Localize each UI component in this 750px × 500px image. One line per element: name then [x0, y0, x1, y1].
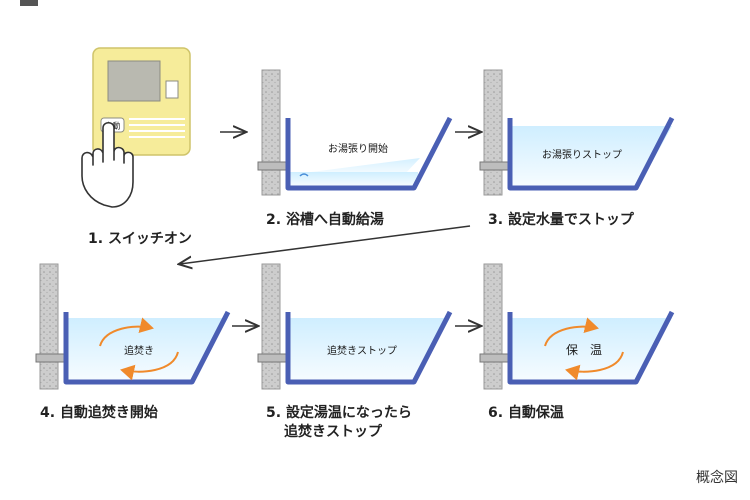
tub-step-4: 追焚き — [35, 263, 231, 390]
step-1-text: スイッチオン — [107, 231, 192, 247]
keepwarm-cycle-arrow-top — [544, 317, 599, 347]
tub-step-6: 保 温 — [479, 263, 675, 390]
step-2-text: 浴槽へ自動給湯 — [285, 212, 384, 228]
step-5-number: 5. — [266, 405, 282, 421]
step-6-text: 自動保温 — [507, 405, 564, 421]
header-mark — [20, 0, 38, 6]
concept-diagram-label: 概念図 — [696, 470, 738, 486]
hand-icon — [81, 121, 134, 208]
step-2-number: 2. — [266, 212, 282, 228]
step-5-label: 5. 設定湯温になったら 追焚きストップ — [266, 404, 412, 442]
step-5-text-line1: 設定湯温になったら — [285, 405, 412, 421]
heating-cycle-arrow-bottom — [120, 351, 179, 381]
tub-caption-5: 追焚きストップ — [327, 344, 397, 357]
step-6-label: 6. 自動保温 — [488, 404, 564, 423]
arrow-3-to-4 — [180, 225, 471, 264]
step-1-label: 1. スイッチオン — [88, 230, 192, 249]
controller-small-button — [165, 80, 179, 99]
step-3-number: 3. — [488, 212, 504, 228]
tub-step-3: お湯張りストップ — [479, 69, 675, 196]
step-4-number: 4. — [40, 405, 56, 421]
tub-caption-2: お湯張り開始 — [328, 142, 388, 155]
step-4-text: 自動追焚き開始 — [59, 405, 158, 421]
step-1-number: 1. — [88, 231, 104, 247]
tub-step-2: お湯張り開始 — [257, 69, 453, 196]
keepwarm-cycle-arrow-bottom — [565, 351, 624, 381]
tub-caption-4: 追焚き — [124, 344, 154, 357]
tub-caption-3: お湯張りストップ — [542, 148, 622, 161]
step-4-label: 4. 自動追焚き開始 — [40, 404, 158, 423]
step-2-label: 2. 浴槽へ自動給湯 — [266, 211, 384, 230]
step-3-text: 設定水量でストップ — [507, 212, 634, 228]
step-3-label: 3. 設定水量でストップ — [488, 211, 634, 230]
tub-caption-6: 保 温 — [566, 343, 602, 357]
step-6-number: 6. — [488, 405, 504, 421]
heating-cycle-arrow-top — [99, 317, 154, 347]
step-5-text-line2: 追焚きストップ — [284, 424, 382, 440]
tub-step-5: 追焚きストップ — [257, 263, 453, 390]
